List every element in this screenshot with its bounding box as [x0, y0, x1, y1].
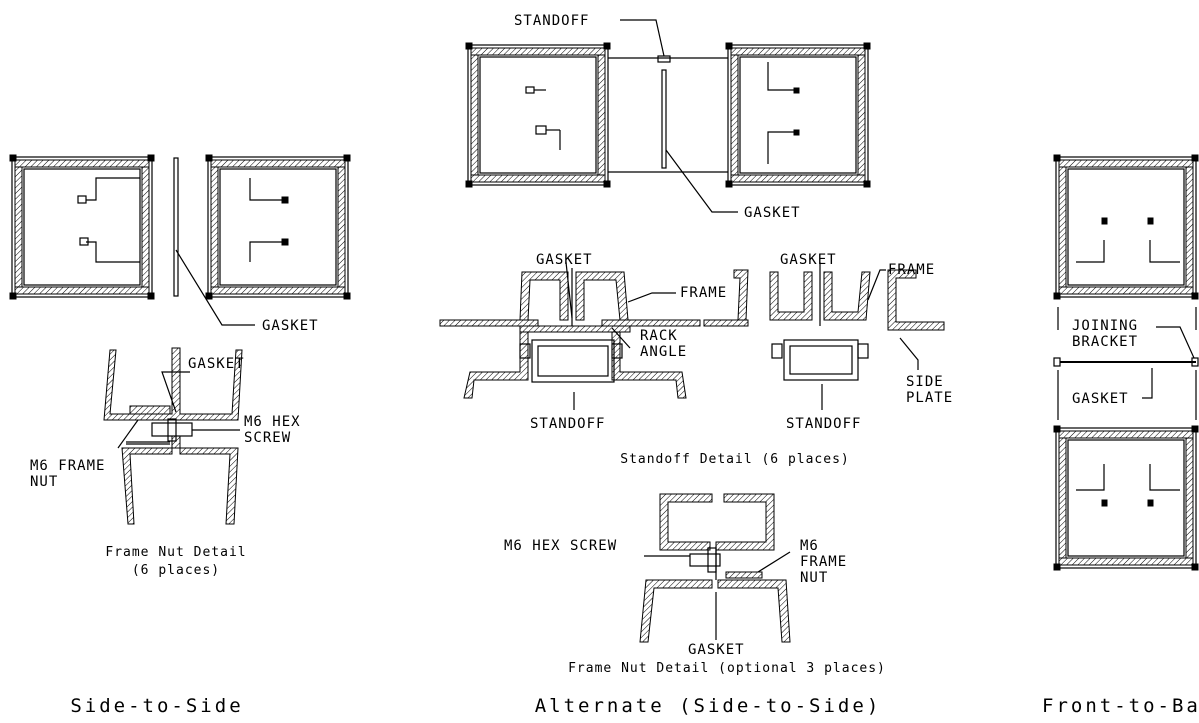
m6-frame-nut-label: M6 FRAME — [30, 458, 105, 474]
front-to-back-title: Front-to-Ba — [1042, 695, 1199, 717]
m6-hex-screw-label-2: SCREW — [244, 430, 291, 446]
gasket-mid-bottom-label: GASKET — [688, 642, 745, 658]
frame-label-b: FRAME — [888, 262, 935, 278]
alternate-title: Alternate (Side-to-Side) — [535, 695, 882, 717]
frame-nut-detail-caption-2: (6 places) — [132, 563, 220, 578]
standoff-detail-a: GASKET FRAME RACK ANGLE STANDOFF — [439, 252, 727, 432]
frame-nut-detail-left: GASKET M6 HEX SCREW M6 FRAME NUT Frame N… — [30, 347, 301, 578]
m6-frame-nut-mid-label-2: FRAME — [800, 554, 847, 570]
joining-bracket-label-2: BRACKET — [1072, 334, 1138, 350]
gasket-standoff-label-b: GASKET — [780, 252, 837, 268]
standoff-top-label: STANDOFF — [514, 13, 589, 29]
side-plate-label: SIDE — [906, 374, 944, 390]
side-to-side-view: GASKET — [9, 154, 351, 334]
gasket-standoff-label-a: GASKET — [536, 252, 593, 268]
rack-angle-label-2: ANGLE — [640, 344, 687, 360]
gasket-right-label: GASKET — [1072, 391, 1129, 407]
rack-angle-label: RACK — [640, 328, 678, 344]
m6-hex-screw-mid-label: M6 HEX SCREW — [504, 538, 617, 554]
gasket-label: GASKET — [262, 318, 319, 334]
side-to-side-title: Side-to-Side — [70, 695, 243, 717]
alternate-view: STANDOFF GASKET — [465, 13, 871, 221]
standoff-detail-caption: Standoff Detail (6 places) — [620, 452, 850, 467]
standoff-label-b: STANDOFF — [786, 416, 861, 432]
frame-nut-detail-caption: Frame Nut Detail — [105, 545, 246, 560]
side-plate-label-2: PLATE — [906, 390, 953, 406]
m6-frame-nut-label-2: NUT — [30, 474, 58, 490]
joining-bracket-label: JOINING — [1072, 318, 1138, 334]
m6-frame-nut-mid-label-3: NUT — [800, 570, 828, 586]
frame-nut-detail-optional-caption: Frame Nut Detail (optional 3 places) — [568, 661, 886, 676]
standoff-label-a: STANDOFF — [530, 416, 605, 432]
front-to-back-view: JOINING BRACKET GASKET — [1053, 154, 1199, 571]
frame-label-a: FRAME — [680, 285, 727, 301]
m6-hex-screw-label: M6 HEX — [244, 414, 301, 430]
frame-nut-detail-optional: M6 HEX SCREW M6 FRAME NUT GASKET Frame N… — [504, 493, 886, 676]
gasket-label-detail: GASKET — [188, 356, 245, 372]
m6-frame-nut-mid-label: M6 — [800, 538, 819, 554]
standoff-detail-b: GASKET FRAME SIDE PLATE STANDOFF — [703, 252, 953, 432]
gasket-top-label: GASKET — [744, 205, 801, 221]
